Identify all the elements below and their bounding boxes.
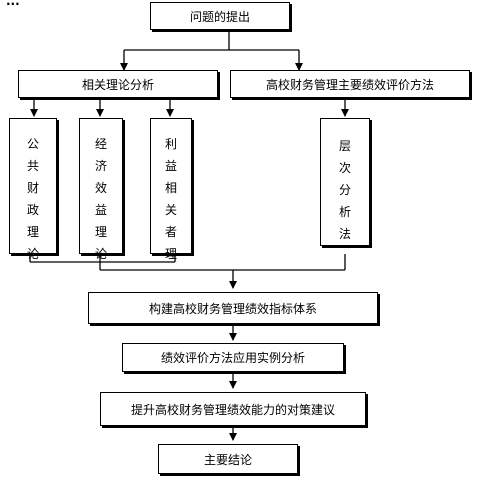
char: 经: [94, 137, 107, 151]
node-case-analysis: 绩效评价方法应用实例分析: [122, 343, 344, 372]
char: 论: [94, 247, 107, 261]
char: 利: [164, 137, 177, 151]
node-methods-label: 高校财务管理主要绩效评价方法: [265, 77, 434, 92]
char: 政: [26, 203, 39, 217]
node-index-system-label: 构建高校财务管理绩效指标体系: [148, 301, 317, 316]
node-countermeasures-label: 提升高校财务管理绩效能力的对策建议: [130, 402, 335, 417]
node-problem-label: 问题的提出: [189, 9, 250, 24]
char: 济: [94, 159, 107, 173]
node-theory-label: 相关理论分析: [81, 77, 154, 92]
char: 者: [164, 225, 177, 239]
cropped-heading: ...: [6, 0, 20, 8]
node-problem: 问题的提出: [150, 2, 290, 30]
char: 相: [164, 181, 177, 195]
node-conclusion: 主要结论: [158, 444, 298, 474]
char: 析: [338, 205, 351, 219]
char: 次: [338, 161, 351, 175]
node-methods: 高校财务管理主要绩效评价方法: [230, 70, 470, 98]
char: 关: [164, 203, 177, 217]
char: 益: [164, 159, 177, 173]
char: 分: [338, 183, 351, 197]
node-public-finance: 公 共 财 政 理 论: [9, 118, 57, 261]
char: 公: [26, 137, 39, 151]
node-conclusion-label: 主要结论: [203, 452, 252, 467]
node-case-analysis-label: 绩效评价方法应用实例分析: [160, 351, 305, 365]
char: 财: [26, 181, 39, 195]
char: 理: [94, 225, 107, 239]
node-theory: 相关理论分析: [18, 70, 218, 98]
char: 法: [338, 227, 351, 241]
char: 理: [26, 225, 39, 239]
char: 益: [94, 203, 107, 217]
node-countermeasures: 提升高校财务管理绩效能力的对策建议: [100, 392, 366, 426]
char: 理: [164, 247, 177, 261]
char: 效: [94, 181, 107, 195]
char: 论: [26, 247, 39, 261]
node-stakeholder: 利 益 相 关 者 理: [150, 118, 192, 261]
node-economic-benefit: 经 济 效 益 理 论: [79, 118, 123, 261]
node-ahp: 层 次 分 析 法: [320, 118, 370, 246]
node-index-system: 构建高校财务管理绩效指标体系: [88, 292, 378, 324]
char: 共: [26, 159, 39, 173]
char: 层: [338, 139, 351, 153]
